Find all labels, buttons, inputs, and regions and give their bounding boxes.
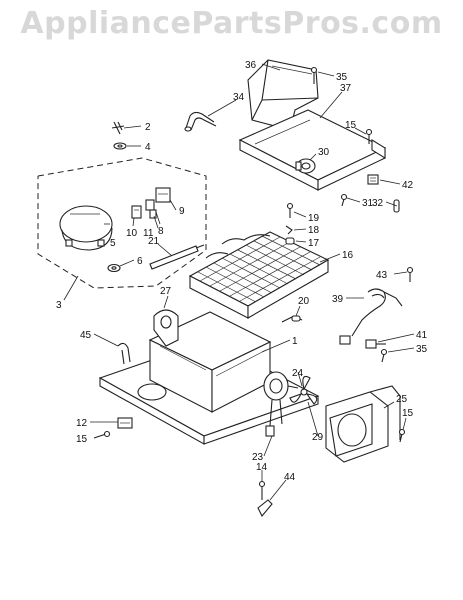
leader-lines: [63, 63, 415, 501]
callout-35: 35: [336, 72, 348, 83]
callout-21: 21: [148, 236, 160, 247]
callout-5: 5: [110, 238, 116, 249]
callout-11: 11: [143, 228, 154, 239]
part-45-wire-clip: [117, 342, 131, 365]
part-10-relay: [131, 205, 142, 219]
callout-45: 45: [80, 330, 92, 341]
callout-16: 16: [342, 250, 354, 261]
callout-15: 15: [345, 120, 357, 131]
part-17-sensor: [285, 237, 295, 245]
callout-23: 23: [252, 452, 264, 463]
callout-9: 9: [179, 206, 185, 217]
part-37-upper-tray: [238, 109, 387, 191]
callout-43: 43: [376, 270, 388, 281]
part-1-center-bracket: [148, 311, 272, 413]
part-15-screw-left: [93, 430, 111, 439]
callout-19: 19: [308, 213, 320, 224]
callout-2: 2: [145, 122, 151, 133]
callout-32: 32: [372, 198, 384, 209]
part-12-bracket: [117, 417, 133, 429]
callout-37: 37: [340, 83, 352, 94]
part-6-grommet: [107, 263, 121, 273]
callout-31: 31: [362, 198, 374, 209]
part-16-evaporator: [188, 231, 330, 319]
callout-30: 30: [318, 147, 330, 158]
callout-34: 34: [233, 92, 245, 103]
part-36-top-cover: [247, 59, 319, 131]
site-watermark: AppliancePartsPros.com: [20, 6, 443, 41]
callout-35b: 35: [416, 344, 428, 355]
callout-12: 12: [76, 418, 88, 429]
part-5-compressor: [59, 205, 113, 251]
callout-4: 4: [145, 142, 151, 153]
callout-20: 20: [298, 296, 310, 307]
callout-10: 10: [126, 228, 138, 239]
callout-41: 41: [416, 330, 428, 341]
part-31-screw: [340, 193, 348, 207]
part-2-clip: [111, 121, 125, 135]
part-20-thermostat: [281, 315, 303, 323]
part-30-damper-motor: [295, 158, 316, 174]
part-25-grille: [369, 385, 401, 440]
callout-8: 8: [158, 226, 164, 237]
part-18-clip: [285, 225, 293, 235]
callout-15c: 15: [402, 408, 414, 419]
callout-27: 27: [160, 286, 172, 297]
callout-6: 6: [137, 256, 143, 267]
part-42-connector: [367, 174, 379, 185]
part-34-drain-tube: [184, 111, 217, 132]
part-35-screw-right: [380, 348, 388, 363]
callout-3: 3: [56, 300, 62, 311]
callout-42: 42: [402, 180, 414, 191]
part-27-support: [153, 309, 179, 347]
part-8-overload: [145, 199, 155, 211]
part-41-connector: [365, 339, 386, 349]
callout-39: 39: [332, 294, 344, 305]
part-35-screw-top: [310, 66, 318, 84]
part-15-screw-top: [365, 128, 373, 144]
callout-17: 17: [308, 238, 320, 249]
part-43-screw: [406, 266, 414, 282]
part-39-wire-harness: [339, 288, 403, 345]
part-9-cover: [155, 187, 171, 203]
callout-29: 29: [312, 432, 324, 443]
callout-24: 24: [292, 368, 304, 379]
part-19-screw: [286, 202, 294, 218]
part-44-clip: [257, 499, 273, 517]
callout-labels: 36 35 34 37 2 4 15 30 10 8 9 11 42 32 31…: [56, 60, 428, 483]
callout-15b: 15: [76, 434, 88, 445]
callout-44: 44: [284, 472, 296, 483]
callout-1: 1: [292, 336, 298, 347]
part-29-fan-shroud: [325, 391, 389, 463]
callout-18: 18: [308, 225, 320, 236]
part-21-drier: [149, 244, 205, 270]
part-4-washer: [113, 142, 127, 150]
callout-36: 36: [245, 60, 257, 71]
callout-14: 14: [256, 462, 268, 473]
part-23-fan-motor: [263, 371, 299, 437]
part-24-fan-blade: [289, 375, 318, 405]
part-15-screw-right: [398, 428, 406, 443]
part-14-screw-bottom: [258, 480, 266, 500]
part-3-compressor-group-outline: [37, 157, 207, 289]
part-11-clip: [149, 209, 157, 219]
callout-25: 25: [396, 394, 408, 405]
